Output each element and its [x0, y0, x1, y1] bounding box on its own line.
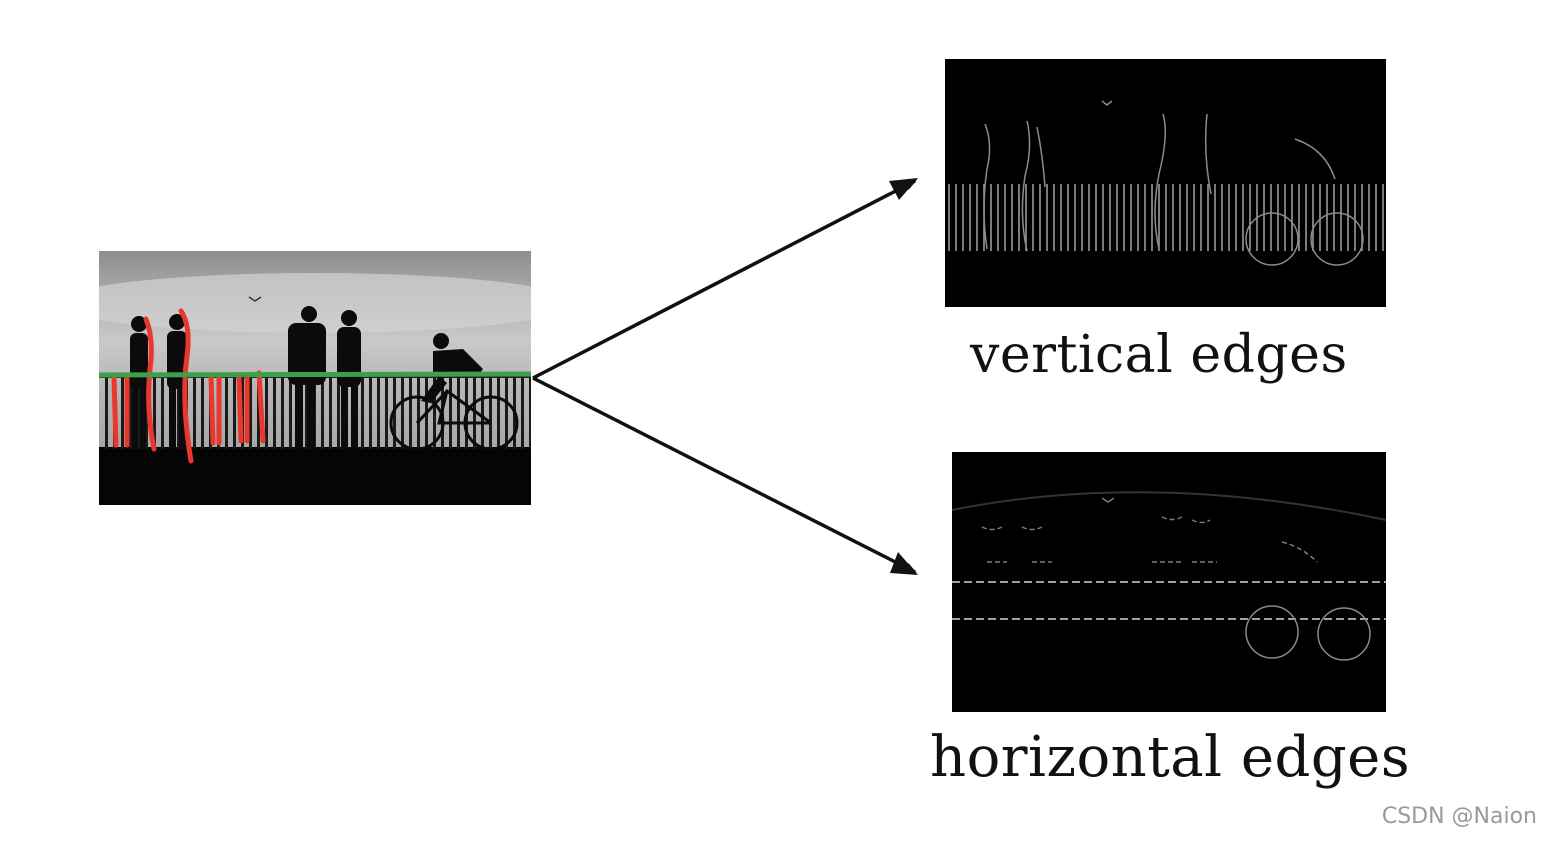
red-annotation-strokes — [111, 308, 266, 464]
arrowhead-top — [889, 178, 918, 200]
bicycle-edges — [1245, 605, 1371, 661]
input-image — [99, 251, 531, 505]
bicycle — [389, 389, 519, 451]
vertical-edge-lines — [948, 184, 1384, 251]
arrowhead-bottom — [890, 552, 918, 575]
vertical-edges-image — [945, 59, 1386, 307]
caption-horizontal-edges: horizontal edges — [930, 725, 1411, 790]
caption-vertical-edges: vertical edges — [970, 325, 1348, 385]
horizontal-edge-lines — [952, 581, 1386, 620]
ground — [99, 447, 531, 505]
green-annotation-stroke — [99, 371, 531, 378]
vertical-edge-silhouettes — [983, 100, 1364, 266]
bird-icon — [248, 296, 262, 302]
railing-bars — [105, 377, 531, 449]
watermark: CSDN @Naion — [1381, 804, 1537, 829]
arrow-to-vertical — [532, 179, 917, 380]
horizontal-edges-image — [952, 452, 1386, 712]
horizontal-edge-silhouettes — [981, 497, 1318, 563]
arrow-to-horizontal — [532, 376, 917, 574]
horizon-edge — [952, 491, 1386, 521]
